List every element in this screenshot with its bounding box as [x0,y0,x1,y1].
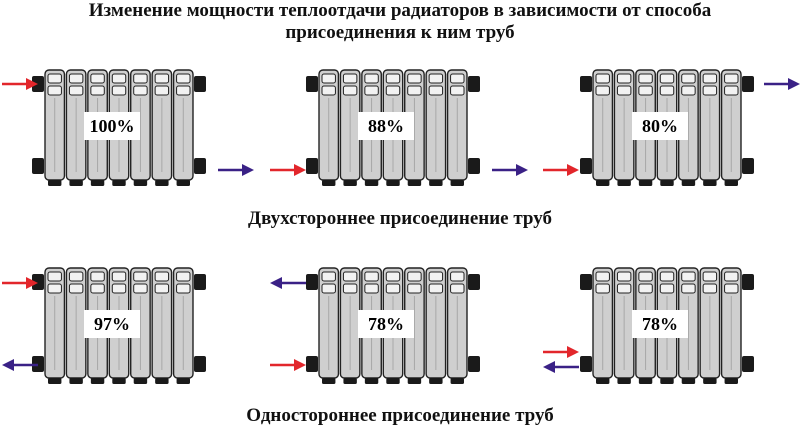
section-label-two-sided: Двухстороннее присоединение труб [248,208,552,229]
return-arrow-icon [764,77,800,91]
radiator-body [306,69,480,186]
supply-arrow-icon [2,276,38,290]
radiator-6: 78% [576,264,758,386]
efficiency-label: 78% [358,310,414,338]
supply-arrow-icon [2,77,38,91]
radiator-4: 97% [28,264,210,386]
title-line-1: Изменение мощности теплоотдачи радиаторо… [88,0,712,21]
return-arrow-icon [270,276,306,290]
section-label-one-sided: Одностороннее присоединение труб [246,405,554,426]
efficiency-label: 78% [632,310,688,338]
efficiency-label: 97% [84,310,140,338]
diagram-title: Изменение мощности теплоотдачи радиаторо… [0,0,800,44]
title-line-2: присоединения к ним труб [285,22,515,43]
return-arrow-icon [2,358,38,372]
radiator-1: 100% [28,66,210,188]
supply-arrow-icon [270,163,306,177]
radiator-5: 78% [302,264,484,386]
radiator-body [580,267,754,384]
radiator-2: 88% [302,66,484,188]
return-arrow-icon [218,163,254,177]
return-arrow-icon [543,360,579,374]
radiator-body [32,267,206,384]
supply-arrow-icon [543,345,579,359]
efficiency-label: 100% [84,112,140,140]
efficiency-label: 80% [632,112,688,140]
supply-arrow-icon [270,358,306,372]
supply-arrow-icon [543,163,579,177]
return-arrow-icon [492,163,528,177]
efficiency-label: 88% [358,112,414,140]
radiator-3: 80% [576,66,758,188]
